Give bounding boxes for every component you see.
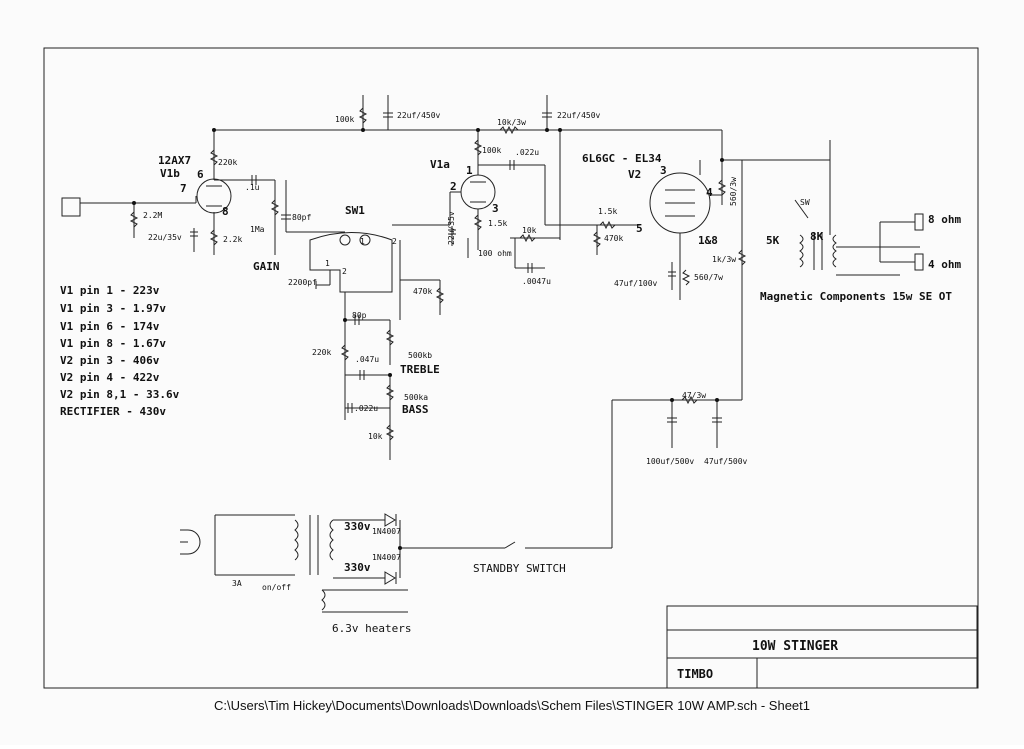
label-r-560-3w: 560/3w xyxy=(729,177,738,206)
label-d1: 1N4007 xyxy=(372,527,401,536)
voltage-note: V2 pin 3 - 406v xyxy=(60,354,160,367)
label-gain: GAIN xyxy=(253,260,280,273)
output-jack-8ohm xyxy=(914,213,924,231)
label-c-100uf500v: 100uf/500v xyxy=(646,457,694,466)
voltage-note: V2 pin 4 - 422v xyxy=(60,371,160,384)
label-c-022u-top: .022u xyxy=(515,148,539,157)
label-r-470k-b: 470k xyxy=(413,287,432,296)
label-r-1-5k-b: 1.5k xyxy=(598,207,617,216)
label-r-220k-v1b: 220k xyxy=(218,158,237,167)
label-pin7: 7 xyxy=(180,182,187,195)
label-r-1k3w: 1k/3w xyxy=(712,255,736,264)
label-r-10k3w: 10k/3w xyxy=(497,118,526,127)
title-block xyxy=(666,605,978,689)
file-path-footer: C:\Users\Tim Hickey\Documents\Downloads\… xyxy=(213,698,811,713)
label-r-47-3w: 47/3w xyxy=(682,391,706,400)
tube-v1a xyxy=(460,174,496,210)
label-v2-pin18: 1&8 xyxy=(698,234,718,247)
label-c-80pf: 80pf xyxy=(292,213,311,222)
label-v2: V2 xyxy=(628,168,641,181)
label-d2: 1N4007 xyxy=(372,553,401,562)
label-c-22u35v-b: 22u/35v xyxy=(447,211,456,245)
label-sw-pin-2b: 2 xyxy=(392,237,397,246)
label-v2-type: 6L6GC - EL34 xyxy=(582,152,662,165)
label-c-80p: 80p xyxy=(352,311,367,320)
label-c-22u35v-a: 22u/35v xyxy=(148,233,182,242)
label-heaters: 6.3v heaters xyxy=(332,622,411,635)
label-sw-pin-1a: 1 xyxy=(325,259,330,268)
sheet-border xyxy=(43,47,979,689)
voltage-note: V1 pin 8 - 1.67v xyxy=(60,337,166,350)
label-c-22uf-a: 22uf/450v xyxy=(397,111,441,120)
label-c-047u: .047u xyxy=(355,355,379,364)
label-v1b-type: 12AX7 xyxy=(158,154,191,167)
label-pot-500kb: 500kb xyxy=(408,351,432,360)
label-treble: TREBLE xyxy=(400,363,440,376)
label-r-100k-v1a: 100k xyxy=(482,146,501,155)
label-r-100ohm: 100 ohm xyxy=(478,249,512,258)
label-c-1u: .1u xyxy=(245,183,260,192)
voltage-note: V1 pin 3 - 1.97v xyxy=(60,302,166,315)
label-ot-5k: 5K xyxy=(766,234,780,247)
label-pin6: 6 xyxy=(197,168,204,181)
title-block-title: 10W STINGER xyxy=(752,639,838,654)
label-pin1: 1 xyxy=(466,164,473,177)
label-r-1-5k-a: 1.5k xyxy=(488,219,507,228)
label-out-4ohm: 4 ohm xyxy=(928,258,961,271)
label-r-2-2k: 2.2k xyxy=(223,235,242,244)
label-magnetic: Magnetic Components 15w SE OT xyxy=(760,290,952,303)
label-r-220k-tone: 220k xyxy=(312,348,331,357)
label-c-47uf500v: 47uf/500v xyxy=(704,457,748,466)
label-r-100k-top: 100k xyxy=(335,115,354,124)
voltage-note: RECTIFIER - 430v xyxy=(60,405,166,418)
label-v2-pin3: 3 xyxy=(660,164,667,177)
label-330v-a: 330v xyxy=(344,520,371,533)
label-c-0047u: .0047u xyxy=(522,277,551,286)
label-r-10k-mid: 10k xyxy=(522,226,537,235)
title-block-author: TIMBO xyxy=(677,667,713,681)
label-pin2: 2 xyxy=(450,180,457,193)
voltage-note: V1 pin 1 - 223v xyxy=(60,284,160,297)
label-out-8ohm: 8 ohm xyxy=(928,213,961,226)
voltage-notes: V1 pin 1 - 223v V1 pin 3 - 1.97v V1 pin … xyxy=(60,284,180,418)
label-r-10k-tone: 10k xyxy=(368,432,383,441)
label-pin3: 3 xyxy=(492,202,499,215)
label-c-47uf100v: 47uf/100v xyxy=(614,279,658,288)
input-jack xyxy=(61,197,81,217)
label-sw-pin-2a: 2 xyxy=(342,267,347,276)
label-c-22uf-b: 22uf/450v xyxy=(557,111,601,120)
label-c-022u-tone: .022u xyxy=(354,404,378,413)
label-r-2-2m: 2.2M xyxy=(143,211,162,220)
label-pin8: 8 xyxy=(222,205,229,218)
label-pot-500ka: 500ka xyxy=(404,393,428,402)
label-r-560-7w: 560/7w xyxy=(694,273,723,282)
label-ot-8k: 8K xyxy=(810,230,824,243)
voltage-note: V2 pin 8,1 - 33.6v xyxy=(60,388,180,401)
label-sw-pin-1b: 1 xyxy=(360,237,365,246)
label-sw1: SW1 xyxy=(345,204,365,217)
label-sw: SW xyxy=(800,198,810,207)
label-v2-pin5: 5 xyxy=(636,222,643,235)
label-v2-pin4: 4 xyxy=(706,186,713,199)
label-onoff: on/off xyxy=(262,583,291,592)
label-330v-b: 330v xyxy=(344,561,371,574)
output-jack-4ohm xyxy=(914,253,924,271)
label-v1a: V1a xyxy=(430,158,450,171)
label-standby: STANDBY SWITCH xyxy=(473,562,566,575)
label-c-2200pf: 2200pf xyxy=(288,278,317,287)
label-pot-1ma: 1Ma xyxy=(250,225,265,234)
label-bass: BASS xyxy=(402,403,429,416)
voltage-note: V1 pin 6 - 174v xyxy=(60,320,160,333)
label-v1b: V1b xyxy=(160,167,180,180)
label-r-470k-a: 470k xyxy=(604,234,623,243)
label-fuse: 3A xyxy=(232,579,242,588)
